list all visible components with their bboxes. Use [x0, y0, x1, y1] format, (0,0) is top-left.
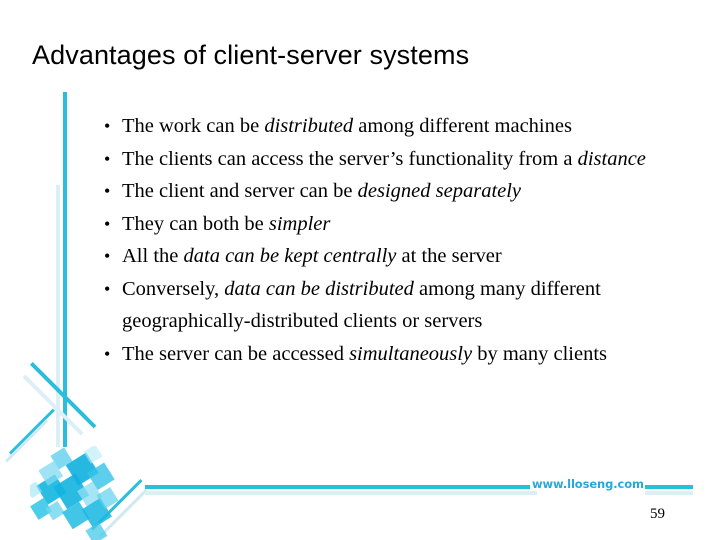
bullet-text: They can both be simpler: [122, 213, 330, 235]
footer-rule-left: [145, 485, 530, 489]
bullet-marker-icon: •: [104, 213, 111, 234]
bullet-plain: among many different geographically-dist…: [122, 277, 601, 333]
mosaic-tile: [83, 446, 103, 464]
bullet-marker-icon: •: [104, 343, 111, 364]
bullet-text: Conversely, data can be distributed amon…: [122, 278, 601, 333]
bullet-item: • The clients can access the server’s fun…: [100, 143, 666, 176]
page-number: 59: [650, 506, 665, 522]
page-title: Advantages of client-server systems: [32, 40, 470, 70]
bullet-marker-icon: •: [104, 278, 111, 299]
bullet-marker-icon: •: [104, 246, 111, 266]
mosaic-tile: [77, 481, 102, 507]
bullet-marker-icon: •: [104, 181, 111, 201]
footer-rule-left-pale: [145, 491, 537, 495]
bullet-plain: All the: [122, 245, 184, 267]
bullet-emphasis: designed separately: [357, 180, 522, 202]
mosaic-tile: [87, 462, 115, 491]
accent-vertical-line: [63, 92, 67, 447]
mosaic-tile: [38, 460, 64, 486]
footer-rule-right-pale: [645, 491, 693, 495]
bullet-item: • The client and server can be designed s…: [100, 175, 666, 208]
mosaic-tile: [45, 501, 65, 521]
bullet-item: • All the data can be kept centrally at t…: [100, 240, 666, 273]
bullet-text: The work can be distributed among differ…: [122, 115, 572, 137]
bullet-item: • The work can be distributed among diffe…: [100, 110, 666, 143]
bullet-emphasis: simpler: [268, 212, 331, 235]
bullet-item: • Conversely, data can be distributed amo…: [100, 273, 666, 338]
mosaic-tile: [96, 487, 119, 510]
bullet-text: The clients can access the server’s func…: [122, 148, 646, 170]
bullet-emphasis: data can be kept centrally: [183, 245, 397, 267]
bullet-plain: by many clients: [472, 342, 608, 365]
footer-rule-right: [645, 485, 693, 489]
bullet-marker-icon: •: [104, 148, 111, 169]
bullet-item: • The server can be accessed simultaneous…: [100, 338, 666, 371]
bullet-text: The server can be accessed simultaneousl…: [122, 343, 607, 365]
accent-vertical-line-pale: [56, 185, 60, 447]
bullet-plain: The server can be accessed: [122, 342, 350, 365]
mosaic-tile: [50, 447, 73, 470]
bullet-emphasis: data can be distributed: [224, 277, 414, 300]
bullet-plain: among different machines: [353, 115, 572, 137]
bullet-text: The client and server can be designed se…: [122, 180, 521, 202]
bullet-emphasis: simultaneously: [349, 342, 473, 365]
mosaic-tile: [30, 497, 53, 520]
bullet-plain: The clients can access the server’s func…: [122, 147, 578, 170]
mosaic-tile: [85, 522, 108, 540]
bullet-plain: at the server: [396, 245, 502, 267]
bullet-emphasis: distributed: [264, 115, 354, 137]
watermark-url: www.lloseng.com: [532, 477, 644, 491]
bullet-plain: The client and server can be: [122, 180, 358, 202]
bullet-list: • The work can be distributed among diffe…: [100, 110, 666, 370]
mosaic-diamond-decoration: [30, 446, 119, 540]
bullet-plain: The work can be: [122, 115, 265, 137]
bullet-plain: Conversely,: [122, 277, 225, 300]
mosaic-tile: [62, 501, 90, 530]
bullet-item: • They can both be simpler: [100, 208, 666, 241]
bullet-text: All the data can be kept centrally at th…: [122, 245, 502, 267]
bullet-marker-icon: •: [104, 116, 111, 136]
bullet-emphasis: distance: [577, 147, 646, 170]
mosaic-tile: [36, 474, 67, 505]
bullet-plain: They can both be: [122, 212, 269, 235]
mosaic-tile: [30, 481, 43, 499]
